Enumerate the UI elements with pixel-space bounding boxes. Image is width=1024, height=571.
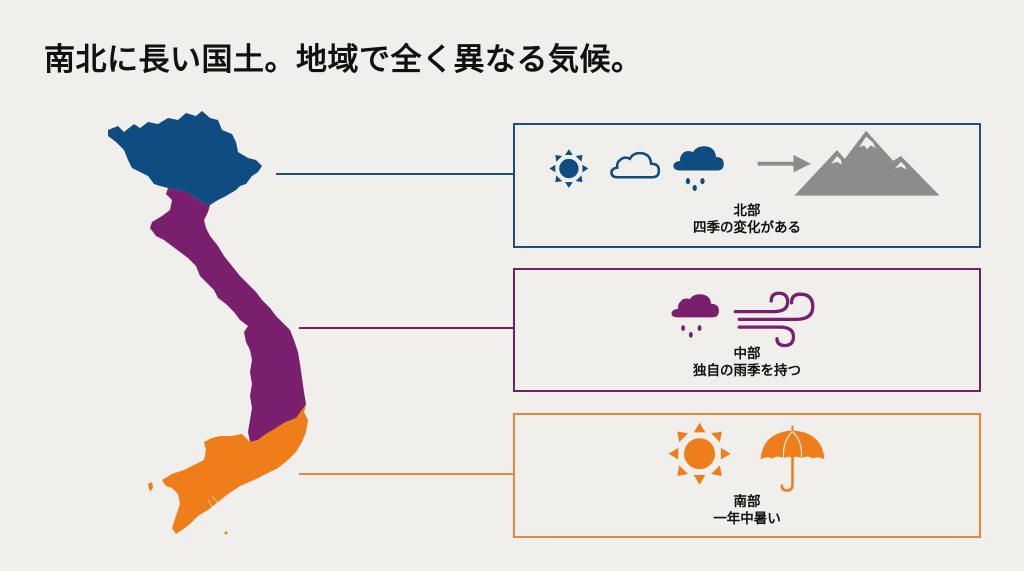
region-description: 一年中暑い [713,511,781,527]
connector-south [299,473,514,475]
region-name: 北部 [733,203,761,219]
wind-icon [733,291,815,348]
arrow-right-icon [757,155,811,173]
region-label-south: 南部 一年中暑い [515,494,979,528]
map-region-central [150,188,306,442]
region-name: 南部 [733,494,761,510]
region-label-north: 北部 四季の変化がある [515,203,979,237]
region-description: 独自の雨季を持つ [693,363,801,379]
region-card-north: 北部 四季の変化がある [513,123,981,248]
connector-north [276,173,514,175]
cloud-icon [610,151,661,179]
page-title: 南北に長い国土。地域で全く異なる気候。 [44,42,643,78]
region-description: 四季の変化がある [693,220,801,236]
rain-cloud-icon [671,294,719,338]
region-card-central: 中部 独自の雨季を持つ [513,268,981,392]
region-label-central: 中部 独自の雨季を持つ [515,346,979,380]
region-card-south: 南部 一年中暑い [513,413,981,538]
region-name: 中部 [733,346,761,362]
sun-icon [668,422,731,485]
sun-icon [549,149,589,188]
umbrella-icon [760,425,825,492]
rain-cloud-icon [673,146,724,192]
mountain-icon [794,130,940,196]
map-region-south [162,404,308,534]
map-region-north [108,111,262,205]
connector-central [299,327,514,329]
